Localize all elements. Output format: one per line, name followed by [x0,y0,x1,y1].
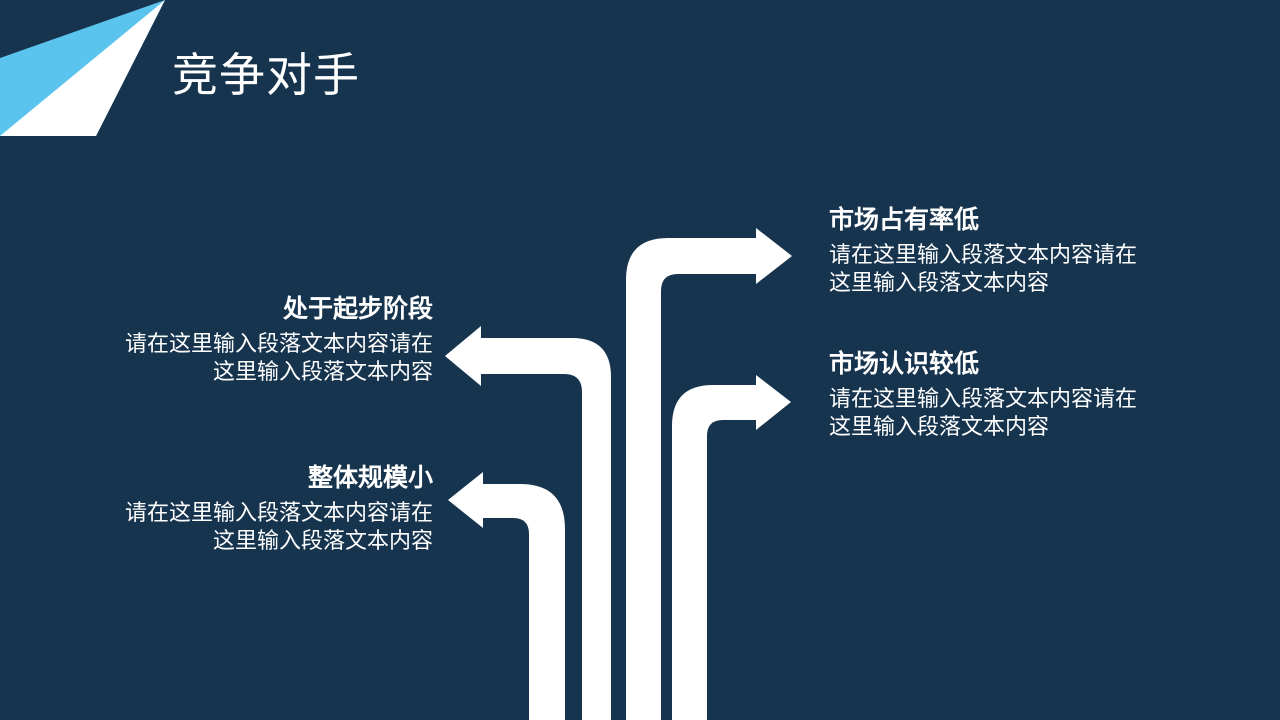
item-heading: 市场认识较低 [829,349,980,378]
text-block-stage: 处于起步阶段 请在这里输入段落文本内容请在 这里输入段落文本内容 [73,293,433,387]
arrow-right-icon [626,228,792,720]
page-title: 竞争对手 [172,48,360,102]
arrow-left-icon [445,326,611,720]
item-description: 请在这里输入段落文本内容请在 这里输入段落文本内容 [829,243,1138,296]
corner-decoration [0,0,165,136]
arrow-right-icon [672,375,791,720]
item-heading: 整体规模小 [307,463,433,492]
arrow-left-icon [448,472,565,720]
item-heading: 市场占有率低 [829,205,980,234]
item-description: 请在这里输入段落文本内容请在 这里输入段落文本内容 [829,387,1138,440]
item-description: 请在这里输入段落文本内容请在 这里输入段落文本内容 [124,501,433,554]
item-description: 请在这里输入段落文本内容请在 这里输入段落文本内容 [124,332,433,385]
text-block-scale: 整体规模小 请在这里输入段落文本内容请在 这里输入段落文本内容 [73,462,433,556]
item-heading: 处于起步阶段 [282,294,433,323]
text-block-market-awareness: 市场认识较低 请在这里输入段落文本内容请在 这里输入段落文本内容 [829,348,1189,442]
text-block-market-share: 市场占有率低 请在这里输入段落文本内容请在 这里输入段落文本内容 [829,204,1189,298]
